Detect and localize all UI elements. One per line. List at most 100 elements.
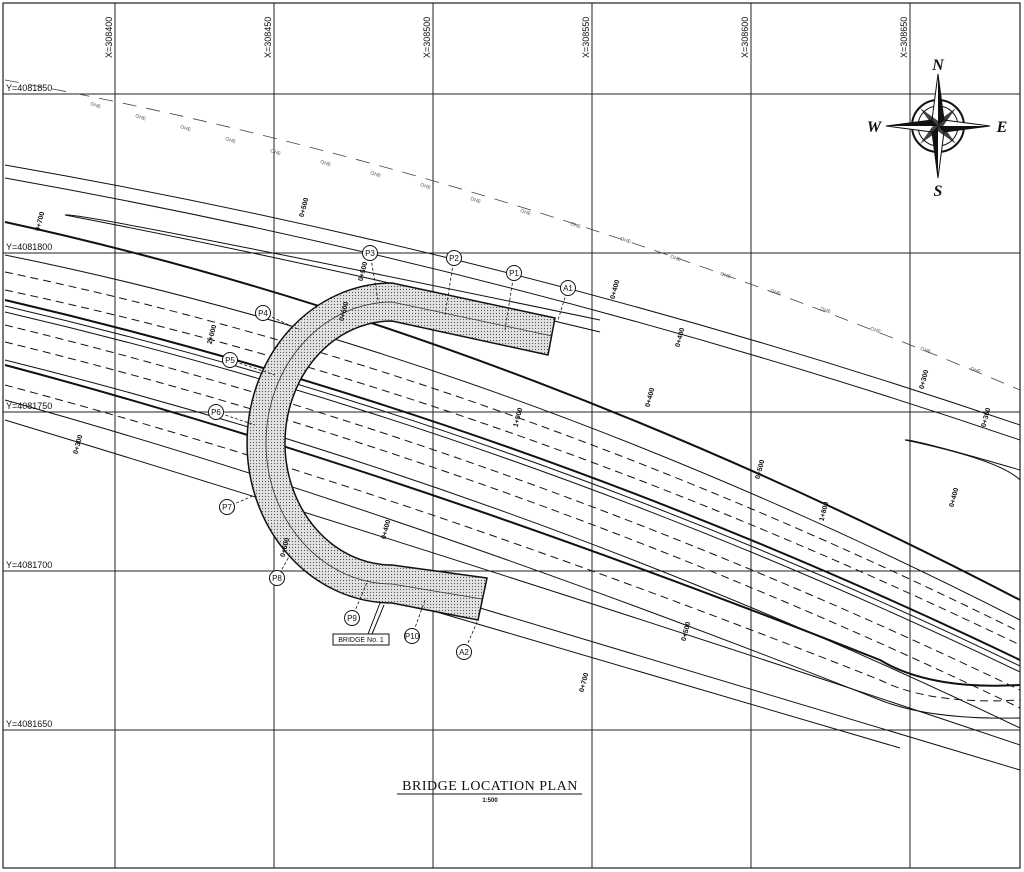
pier-marker-p9: P9 [344,579,369,626]
pier-marker-p3: P3 [362,245,379,301]
road-edge-line [4,299,1021,661]
chainage-label: 2+000 [207,324,219,345]
ohe-label: OHE [269,148,282,157]
ohe-label: OHE [619,236,632,245]
chainage-label: 0+500 [299,197,311,218]
ohe-label: OHE [969,366,982,375]
chainage-label: 0+300 [981,407,993,428]
x-coordinate-label: X=308600 [740,17,750,58]
compass-south: S [934,183,943,200]
road-edge-line [4,419,1021,746]
chainage-label: 0+600 [280,537,292,558]
chainage-labels: 0+700 0+500 0+500 0+600 2+000 1+900 0+400 0+400… [35,197,993,693]
ohe-label: OHE [719,271,732,280]
ohe-label: OHE [819,306,832,315]
ohe-label: OHE [569,221,582,230]
ohe-label: OHE [419,182,432,191]
chainage-label: 0+300 [73,434,85,455]
ohe-label: OHE [919,346,932,355]
x-coordinate-label: X=308500 [422,17,432,58]
chainage-label: 0+700 [579,672,591,693]
bridge-deck [246,282,556,621]
y-coordinate-label: Y=4081850 [6,83,52,93]
chainage-label: 0+700 [35,211,47,232]
ohe-label: OHE [869,326,882,335]
chainage-label: 0+500 [681,621,693,642]
pier-label: P4 [258,309,268,318]
pier-label: P1 [509,269,519,278]
pier-marker-p4: P4 [255,305,301,331]
ohe-label: OHE [769,288,782,297]
pier-label: A2 [459,648,469,657]
x-coordinate-label: X=308400 [104,17,114,58]
ohe-label: OHE [224,136,237,145]
pier-label: P10 [405,632,420,641]
road-edge-line [429,609,901,749]
ohe-label: OHE [134,113,147,122]
y-coordinate-label: Y=4081700 [6,560,52,570]
chainage-label: 0+400 [675,327,687,348]
bridge-centerline [265,301,553,600]
pier-label: P8 [272,574,282,583]
pier-marker-a1: A1 [557,280,576,321]
pier-label: P3 [365,249,375,258]
x-coordinate-label: X=308650 [899,17,909,58]
road-edge-line [4,221,1021,601]
chainage-label: 1+800 [819,501,831,522]
compass-east: E [996,119,1008,136]
road-edge-line [4,311,1021,673]
x-coordinate-label: X=308450 [263,17,273,58]
road-edge-line [4,177,1021,441]
road-edge-line [4,324,1021,691]
pier-label: P6 [211,408,221,417]
coordinate-grid: X=308400 X=308450 X=308500 X=308550 X=308600… [3,3,1020,868]
road-edge-line [4,271,1021,633]
chainage-label: 0+400 [949,487,961,508]
chainage-label: 0+600 [339,301,351,322]
y-coordinate-label: Y=4081650 [6,719,52,729]
chainage-label: 0+400 [381,519,393,540]
drawing-scale: 1:500 [482,798,498,804]
road-edge-line [4,384,1021,702]
y-coordinate-label: Y=4081750 [6,401,52,411]
ohe-label: OHE [369,170,382,179]
north-arrow: N S E W [867,57,1007,200]
chainage-label: 1+900 [513,407,525,428]
road-edge-line [64,214,601,321]
pier-label: P9 [347,614,357,623]
pier-marker-p8: P8 [269,554,291,586]
bridge-tag-label: BRIDGE No. 1 [338,637,384,644]
pier-label: P5 [225,356,235,365]
pier-marker-p5: P5 [222,352,276,376]
chainage-label: 0+500 [755,459,767,480]
ohe-label: OHE [469,196,482,205]
pier-marker-p2: P2 [444,250,462,316]
pier-label: P7 [222,503,232,512]
ohe-label: OHE [319,159,332,168]
chainage-label: 0+400 [645,387,657,408]
pier-marker-p10: P10 [404,599,426,644]
ohe-label: OHE [669,254,682,263]
road-edge-line [4,289,1021,646]
compass-north: N [931,57,945,74]
road-edge-line [4,254,1021,621]
road-edge-line [4,364,1021,687]
pier-marker-a2: A2 [456,619,479,660]
x-coordinate-label: X=308550 [581,17,591,58]
ohe-utility-line [4,79,1021,391]
road-edge-line [4,164,1021,426]
road-edge-line [4,399,1021,719]
road-edge-line [4,305,1021,667]
ohe-label: OHE [89,101,102,110]
pier-marker-p6: P6 [208,404,256,426]
drawing-title: BRIDGE LOCATION PLAN [402,779,578,794]
bridge-tag: BRIDGE No. 1 [332,602,390,646]
y-coordinate-label: Y=4081800 [6,242,52,252]
ohe-label: OHE [519,208,532,217]
compass-west: W [867,119,883,136]
ohe-label: OHE [179,124,192,133]
road-edge-line [904,439,1021,481]
chainage-label: 0+300 [919,369,931,390]
